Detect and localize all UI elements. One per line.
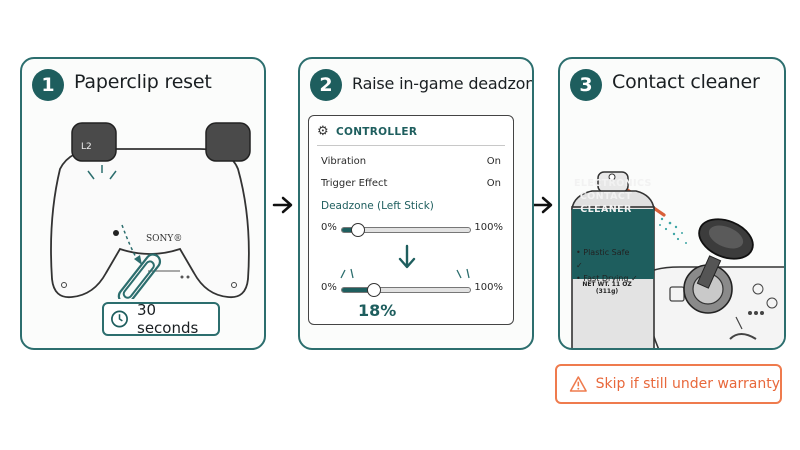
slider-knob[interactable] bbox=[351, 223, 366, 237]
slider-min-label: 0% bbox=[321, 222, 337, 233]
can-feature: • Fast Drying ✓ bbox=[576, 274, 638, 283]
settings-header-label: CONTROLLER bbox=[335, 125, 418, 138]
timer-label: 30 seconds bbox=[137, 301, 199, 337]
warning-icon bbox=[569, 376, 587, 392]
step-2-panel: 2 Raise in-game deadzone ⚙ CONTROLLER Vi… bbox=[298, 57, 534, 350]
step-2-badge: 2 bbox=[310, 69, 342, 101]
clock-icon bbox=[111, 310, 128, 328]
arrow-right-icon bbox=[532, 196, 553, 214]
can-label-line: CONTACT bbox=[579, 191, 633, 202]
gear-icon: ⚙ bbox=[317, 124, 329, 139]
r2-trigger bbox=[205, 122, 251, 162]
l2-trigger bbox=[71, 122, 117, 162]
sony-logo: SONY® bbox=[146, 234, 182, 244]
can-label-line: ELECTRONICS bbox=[574, 178, 652, 189]
can-feature: • Plastic Safe ✓ bbox=[576, 248, 630, 270]
l2-label: L2 bbox=[81, 142, 92, 152]
divider bbox=[317, 145, 505, 146]
timer-box: 30 seconds bbox=[102, 301, 220, 337]
step-1-title: Paperclip reset bbox=[74, 71, 212, 93]
step-1-badge: 1 bbox=[32, 69, 64, 101]
deadzone-label: Deadzone (Left Stick) bbox=[321, 200, 434, 212]
settings-card: ⚙ CONTROLLER Vibration On Trigger Effect… bbox=[308, 115, 514, 325]
step-3-badge: 3 bbox=[570, 69, 602, 101]
setting-row-vibration[interactable]: Vibration On bbox=[321, 156, 501, 167]
setting-label: Vibration bbox=[321, 156, 367, 167]
step-3-title: Contact cleaner bbox=[612, 71, 760, 93]
can-label-line: CLEANER bbox=[580, 204, 632, 215]
deadzone-value: 18% bbox=[358, 301, 397, 320]
can-label: ELECTRONICS CONTACT CLEANER bbox=[574, 177, 652, 216]
slider-knob[interactable] bbox=[366, 283, 381, 297]
can-features: • Plastic Safe ✓ • Fast Drying ✓ bbox=[576, 246, 638, 285]
deadzone-slider-before[interactable]: 0% 100% bbox=[321, 222, 503, 237]
setting-value[interactable]: On bbox=[486, 178, 501, 189]
setting-label: Trigger Effect bbox=[321, 178, 388, 189]
setting-value[interactable]: On bbox=[486, 156, 501, 167]
setting-row-trigger-effect[interactable]: Trigger Effect On bbox=[321, 178, 501, 189]
deadzone-slider-after[interactable]: 0% 100% bbox=[321, 282, 503, 297]
paperclip bbox=[117, 253, 162, 299]
contact-cleaner-illustration bbox=[571, 171, 784, 348]
slider-min-label: 0% bbox=[321, 282, 337, 293]
warranty-warning: Skip if still under warranty bbox=[555, 364, 782, 404]
slider-fill bbox=[342, 228, 358, 232]
motion-marks bbox=[340, 268, 470, 279]
settings-header: ⚙ CONTROLLER bbox=[317, 124, 417, 139]
step-3-panel: 3 Contact cleaner ELEC bbox=[558, 57, 786, 350]
slider-max-label: 100% bbox=[474, 282, 503, 293]
slider-fill bbox=[342, 288, 373, 292]
step-1-panel: 1 Paperclip reset L2 SONY® bbox=[20, 57, 266, 350]
warning-text: Skip if still under warranty bbox=[595, 376, 780, 392]
controller-back-illustration: L2 SONY® bbox=[50, 122, 251, 299]
arrow-down-icon bbox=[398, 244, 416, 269]
can-net-weight: NET WT. 11 OZ (311g) bbox=[582, 281, 632, 295]
step-2-title: Raise in-game deadzone bbox=[352, 74, 534, 93]
slider-max-label: 100% bbox=[474, 222, 503, 233]
slider-track[interactable] bbox=[341, 283, 471, 297]
slider-track[interactable] bbox=[341, 223, 471, 237]
arrow-right-icon bbox=[272, 196, 293, 214]
